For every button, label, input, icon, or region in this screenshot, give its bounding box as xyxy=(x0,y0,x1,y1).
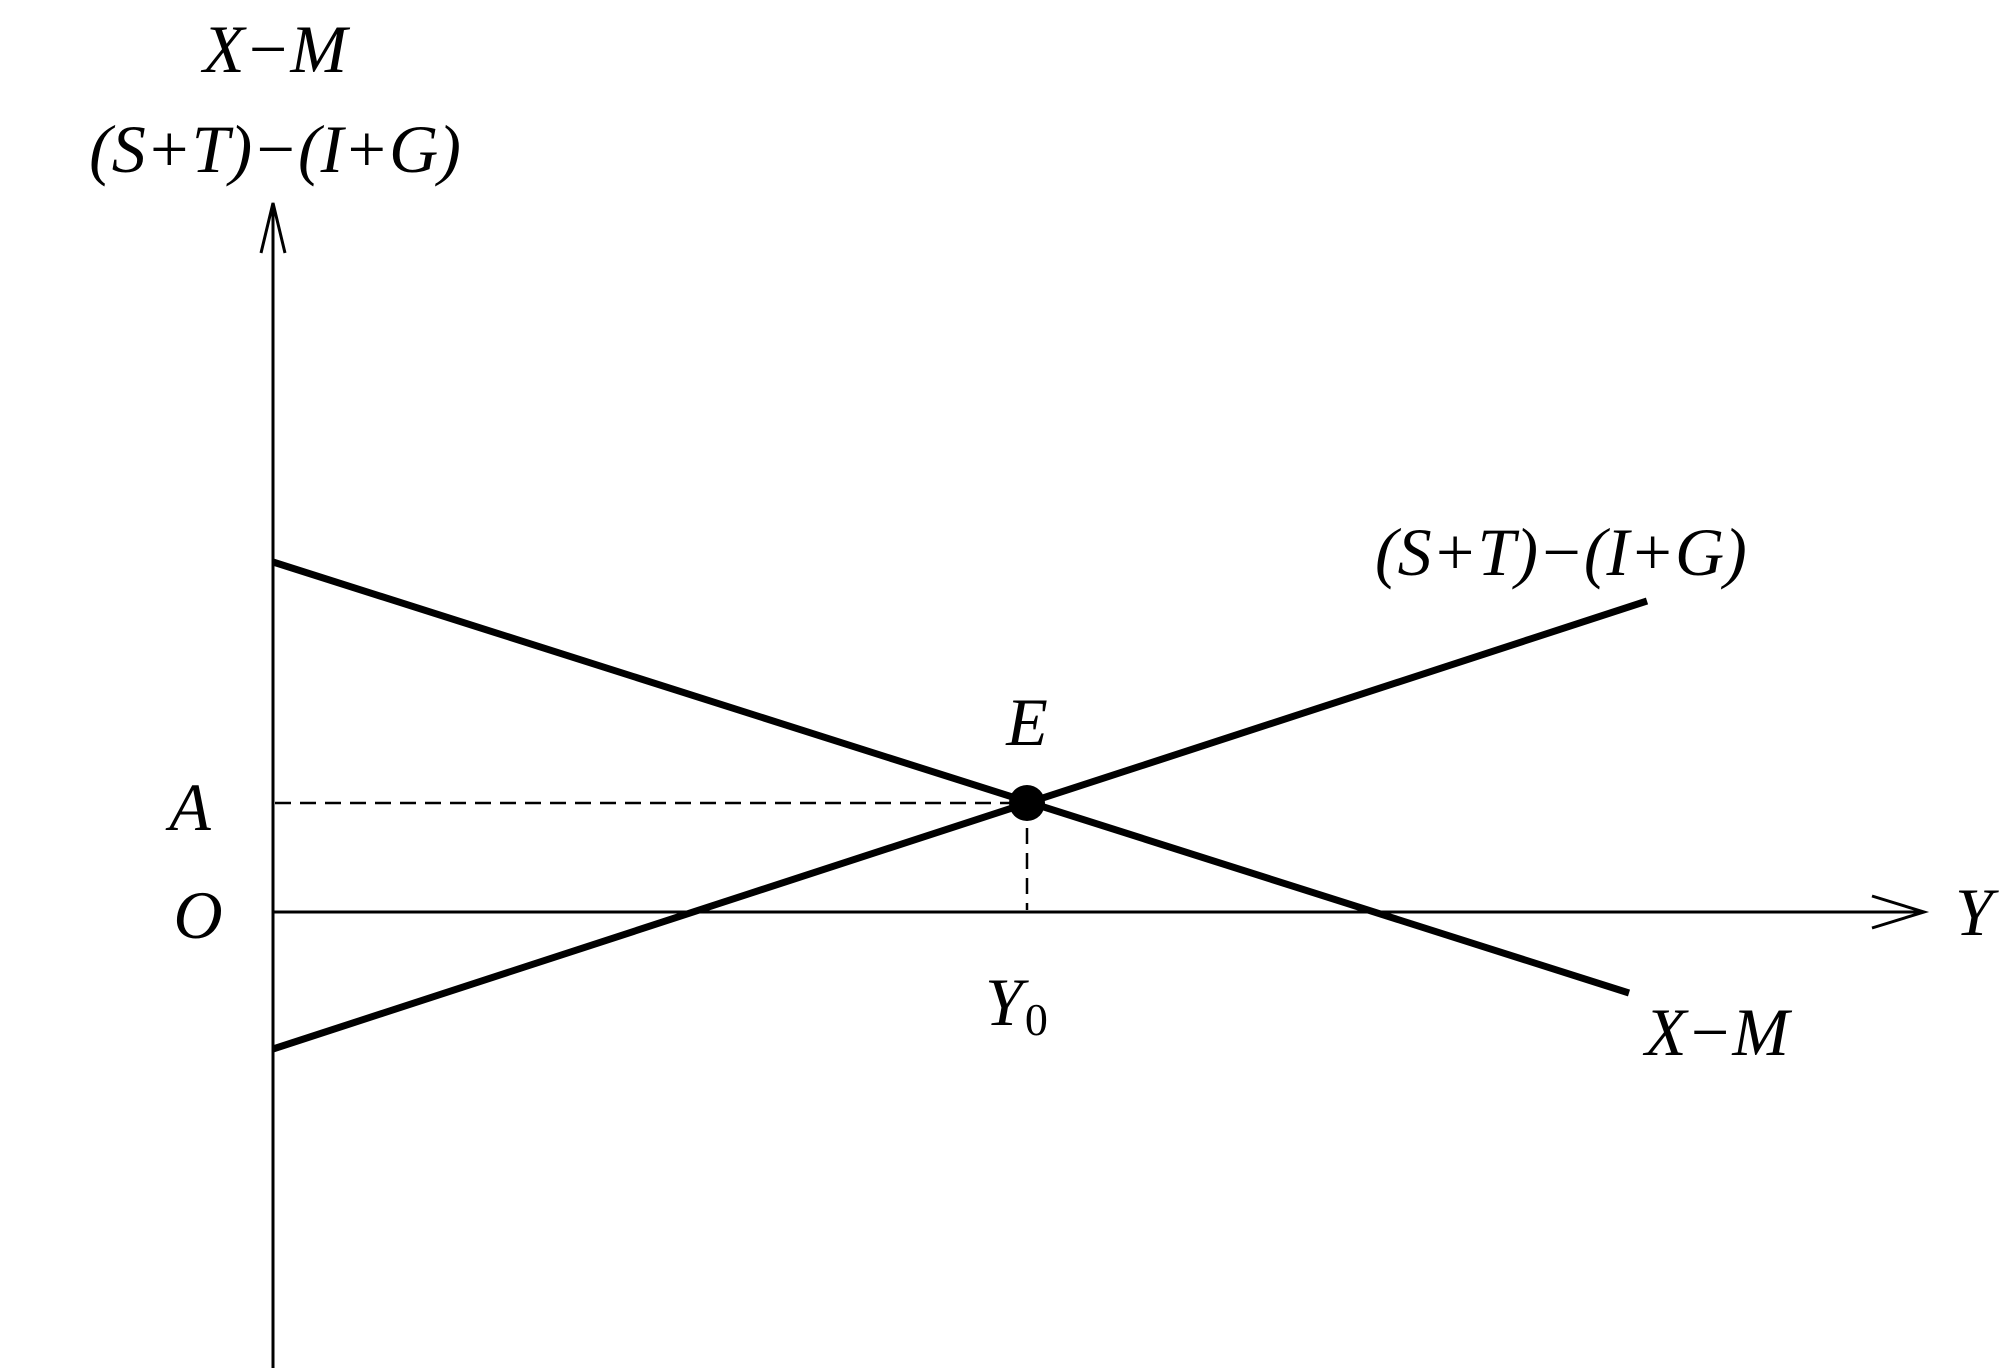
vertical-axis-arrowhead xyxy=(259,202,287,254)
falling-curve-x-minus-m xyxy=(271,558,1631,997)
equilibrium-point xyxy=(1009,785,1045,821)
y-axis-label-line1: X−M xyxy=(200,11,350,87)
horizontal-axis-arrowhead xyxy=(1871,894,1930,930)
falling-curve-label: X−M xyxy=(1642,994,1792,1070)
rising-curve-label: (S+T)−(I+G) xyxy=(1375,514,1747,590)
equilibrium-output-subscript: 0 xyxy=(1025,994,1048,1045)
x-axis-label: Y xyxy=(1955,874,1999,950)
equilibrium-label: E xyxy=(1005,684,1048,760)
level-a-label: A xyxy=(165,769,211,845)
equilibrium-output-label: Y0 xyxy=(985,964,1048,1045)
y-axis-label-line2: (S+T)−(I+G) xyxy=(89,111,461,187)
rising-curve-savings-taxes-minus-investment-government xyxy=(271,597,1649,1053)
origin-label: O xyxy=(173,877,222,953)
equilibrium-output-base: Y xyxy=(985,964,1029,1040)
